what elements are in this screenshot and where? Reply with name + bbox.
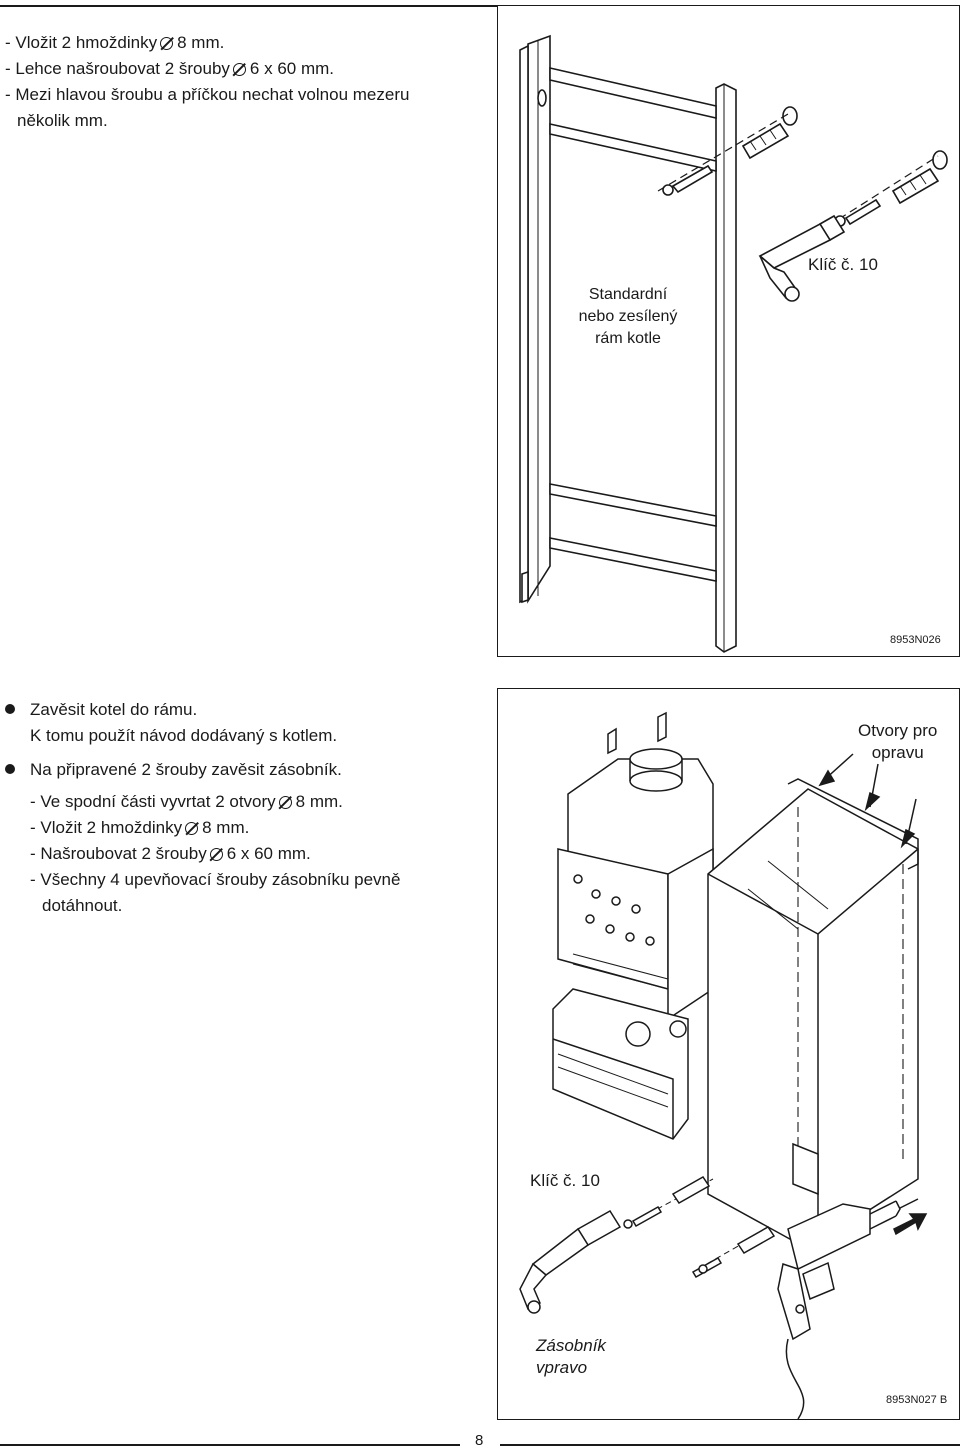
tank-label: Zásobník vpravo xyxy=(536,1336,606,1377)
tank-mounting-illustration xyxy=(519,711,928,1419)
diameter-symbol-icon xyxy=(160,37,174,50)
diameter-symbol-icon xyxy=(232,63,246,76)
bottom-rule-right xyxy=(500,1444,960,1446)
top-rule xyxy=(0,5,960,7)
bullet-icon xyxy=(5,704,15,714)
frame-label: Standardní nebo zesílený rám kotle xyxy=(578,286,678,347)
diameter-symbol-icon xyxy=(209,848,223,861)
diameter-symbol-icon xyxy=(278,796,292,809)
section2-text: Zavěsit kotel do rámu. K tomu použít náv… xyxy=(5,697,400,919)
bullet-icon xyxy=(5,764,15,774)
key-label: Klíč č. 10 xyxy=(808,255,878,274)
bottom-rule xyxy=(0,1444,460,1446)
figure-code-2: 8953N027 B xyxy=(886,1394,948,1406)
bullet-hang-boiler-note: K tomu použít návod dodávaný s kotlem. xyxy=(30,726,338,745)
section1-step-4: několik mm. xyxy=(17,111,108,130)
frame-mounting-figure: Standardní nebo zesílený rám kotle Klíč … xyxy=(497,5,960,657)
bullet-hang-tank: Na připravené 2 šrouby zavěsit zásobník. xyxy=(5,757,400,783)
tank-mounting-figure: Otvory pro opravu Klíč č. 10 Zásobník vp… xyxy=(497,688,960,1420)
holes-label: Otvory pro opravu xyxy=(858,721,938,762)
section2-step-5: dotáhnout. xyxy=(42,896,123,915)
key-label-2: Klíč č. 10 xyxy=(530,1171,600,1190)
page-number: 8 xyxy=(475,1432,484,1449)
frame-mounting-illustration xyxy=(519,34,948,653)
figure-code: 8953N026 xyxy=(890,634,941,646)
diameter-symbol-icon xyxy=(185,822,199,835)
section1-step-3: - Mezi hlavou šroubu a příčkou nechat vo… xyxy=(5,85,410,104)
bullet-hang-boiler: Zavěsit kotel do rámu. xyxy=(5,697,400,723)
section2-step-4: - Všechny 4 upevňovací šrouby zásobníku … xyxy=(30,870,401,889)
